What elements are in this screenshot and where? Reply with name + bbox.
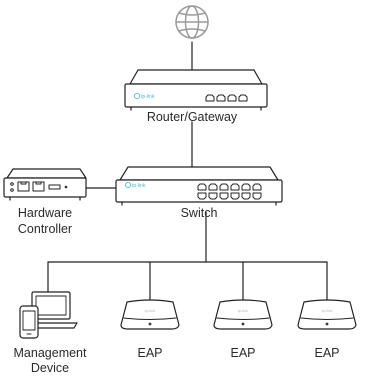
eap1-label: EAP	[137, 346, 163, 360]
eap1-brand-logo: tp-link	[145, 308, 156, 313]
controller-label-line2: Controller	[17, 222, 73, 236]
access-point-icon	[213, 299, 273, 330]
eap3-brand-logo: tp-link	[322, 308, 333, 313]
access-point-icon	[297, 299, 357, 330]
controller-label-line1: Hardware	[17, 206, 73, 220]
eap2-brand-logo: tp-link	[238, 308, 249, 313]
management-label-line1: Management	[13, 346, 87, 360]
connection-lines	[47, 41, 328, 301]
switch-icon	[115, 166, 283, 206]
management-label-line2: Device	[30, 361, 70, 375]
svg-text:tp-link: tp-link	[132, 183, 146, 189]
switch-brand-logo: tp-link	[125, 181, 146, 189]
eap3-label: EAP	[314, 346, 340, 360]
svg-text:tp-link: tp-link	[141, 94, 155, 100]
globe-icon	[175, 5, 209, 39]
switch-label: Switch	[180, 206, 218, 220]
access-point-icon	[120, 299, 180, 330]
router-brand-logo: tp-link	[133, 93, 155, 100]
laptop-phone-icon	[19, 291, 78, 339]
router-icon	[124, 69, 268, 111]
hardware-controller-icon	[3, 168, 87, 201]
eap2-label: EAP	[230, 346, 256, 360]
router-label: Router/Gateway	[146, 110, 238, 124]
